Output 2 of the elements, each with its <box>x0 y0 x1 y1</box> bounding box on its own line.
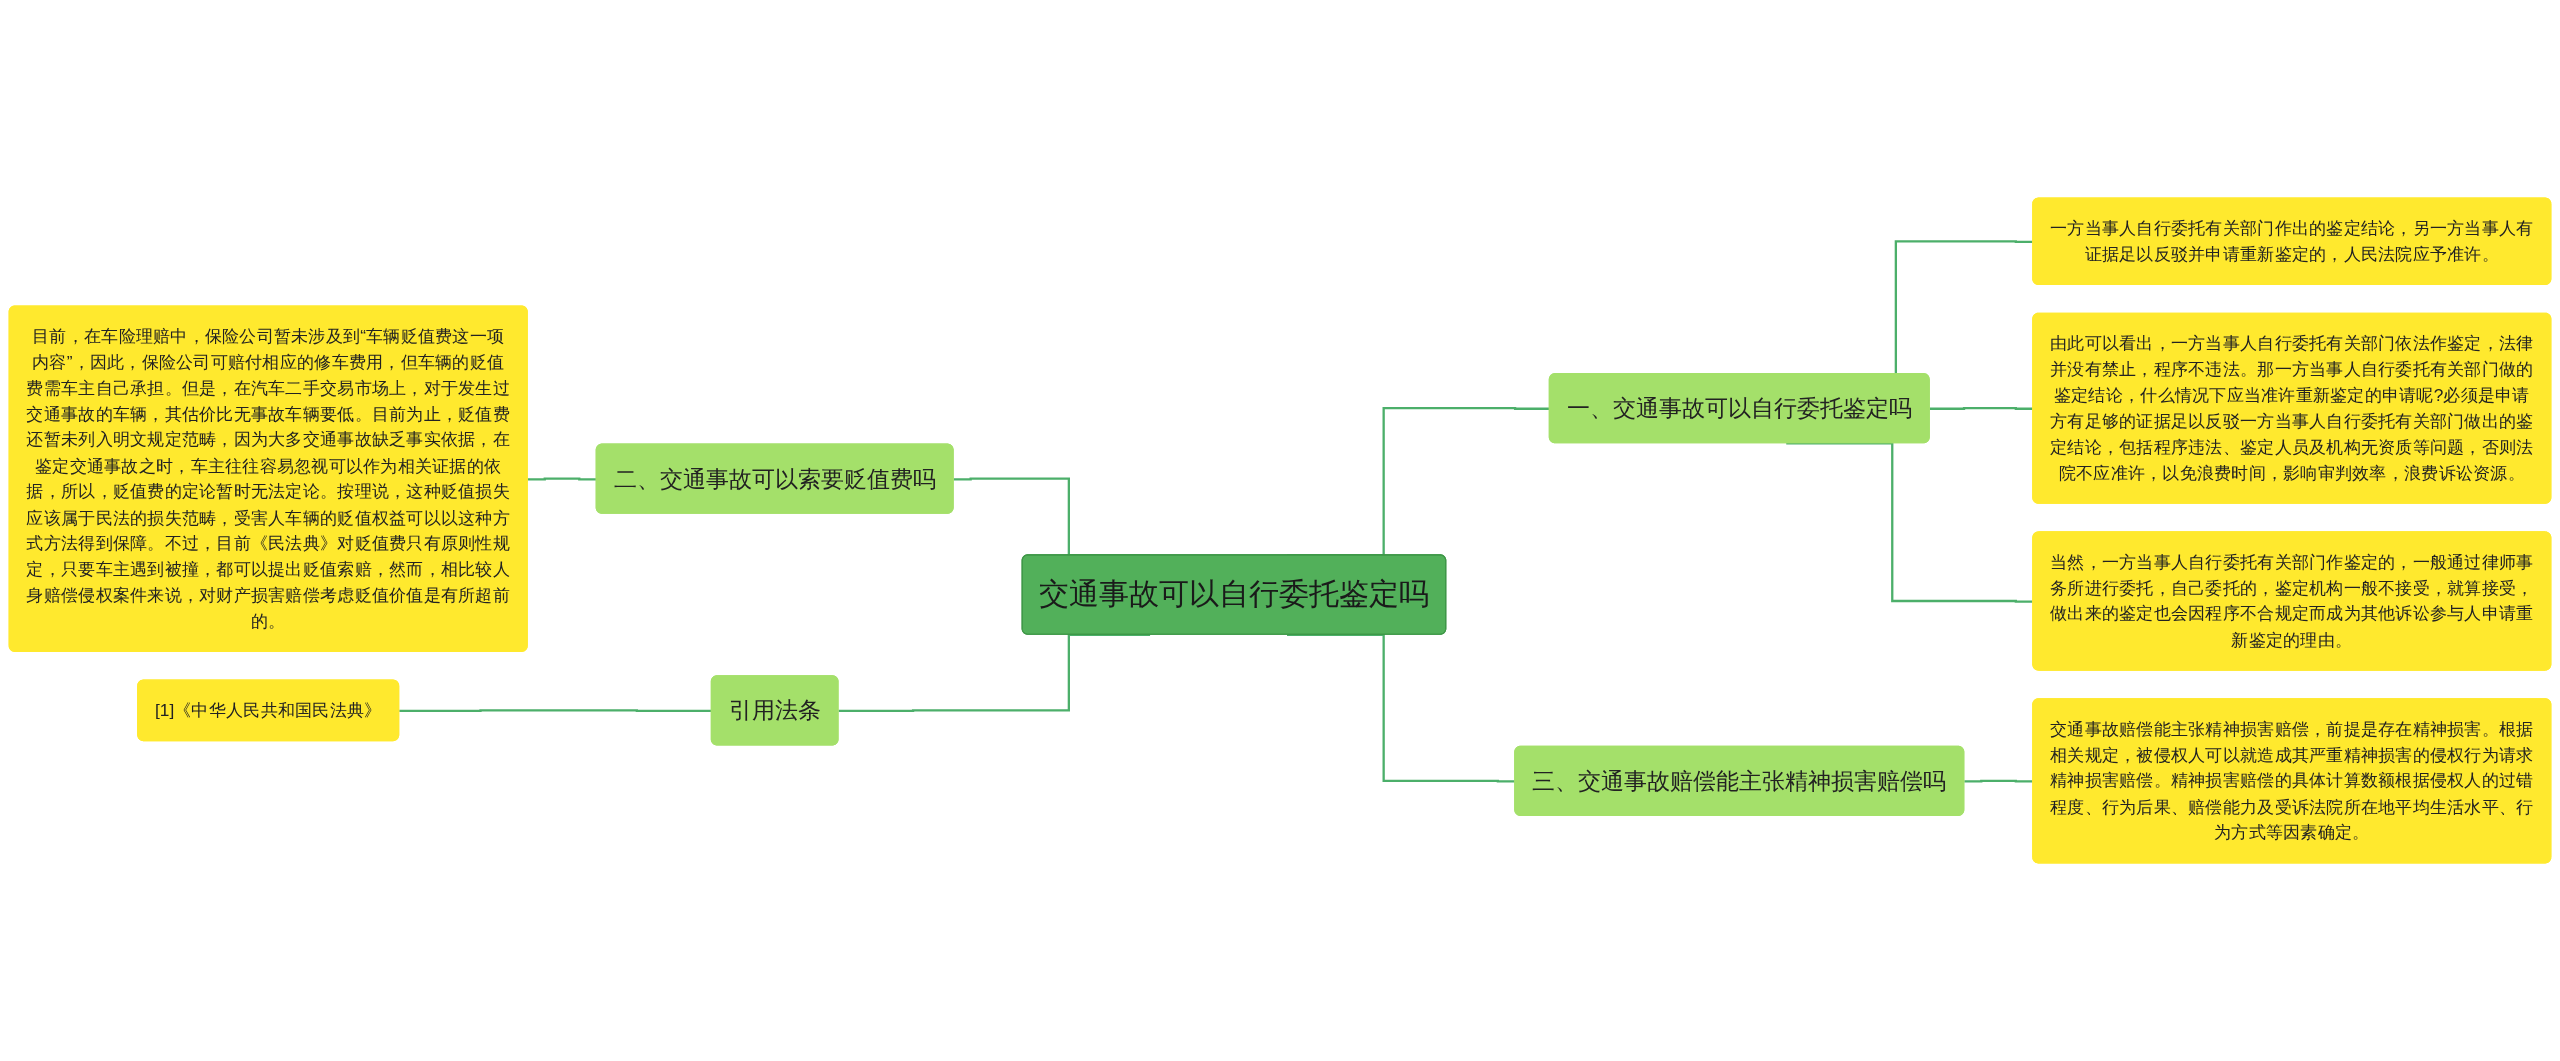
connector <box>527 477 597 481</box>
connector <box>399 709 712 713</box>
